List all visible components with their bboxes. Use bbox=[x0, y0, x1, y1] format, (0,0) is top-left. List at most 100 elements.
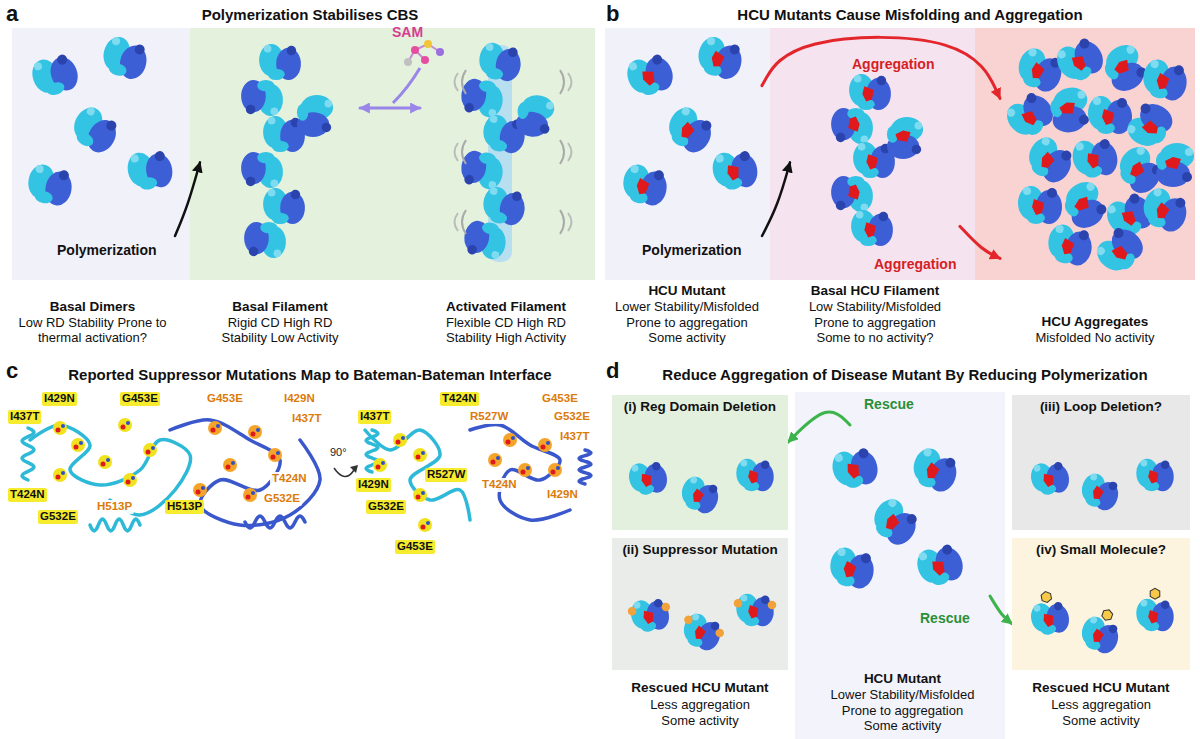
blue-lobe bbox=[1060, 149, 1074, 163]
caption-heading: Rescued HCU Mutant bbox=[1012, 680, 1190, 696]
cyan-lobe bbox=[856, 211, 864, 219]
cyan-lobe bbox=[741, 595, 748, 602]
cyan-lobe bbox=[1033, 604, 1041, 612]
residue-sphere bbox=[98, 455, 112, 469]
stage-name: Activated Filament bbox=[420, 299, 592, 315]
motion-mark bbox=[462, 140, 466, 164]
mutation-patch bbox=[748, 470, 758, 484]
cyan-lobe bbox=[297, 104, 308, 121]
blue-subunit bbox=[1037, 145, 1077, 187]
blue-lobe bbox=[246, 177, 256, 187]
suppressor-mark bbox=[714, 628, 725, 639]
connector-arrow bbox=[762, 37, 1000, 98]
small-molecule bbox=[1150, 588, 1160, 599]
residue-sphere bbox=[143, 443, 157, 457]
residue-atom bbox=[426, 521, 430, 525]
mutation-patch bbox=[1060, 238, 1075, 256]
stage-description: Flexible CD High RD Stability High Activ… bbox=[431, 315, 581, 346]
cbs-dimer bbox=[1140, 57, 1190, 102]
blue-lobe bbox=[56, 53, 69, 66]
residue-sphere bbox=[413, 448, 427, 462]
mutation-patch bbox=[1091, 628, 1105, 644]
edge-label: Aggregation bbox=[872, 256, 958, 273]
cyan-lobe bbox=[478, 79, 497, 93]
residue-sphere bbox=[243, 488, 257, 502]
residue-sphere bbox=[548, 463, 562, 477]
edge-label: Aggregation bbox=[850, 56, 936, 73]
residue-atom bbox=[416, 455, 421, 460]
cyan-lobe bbox=[108, 61, 128, 77]
protein-ribbon bbox=[470, 425, 570, 521]
cbs-dimer bbox=[66, 103, 123, 158]
residue-atom bbox=[276, 451, 280, 455]
cbs-dimer bbox=[1051, 33, 1108, 88]
blue-lobe bbox=[1139, 102, 1153, 116]
residue-atom bbox=[151, 446, 155, 450]
residue-atom bbox=[421, 451, 425, 455]
stage-band: HCU MutantLower Stability/Misfolded Pron… bbox=[612, 28, 762, 348]
mutation-label: G532E bbox=[262, 492, 302, 506]
cyan-lobe bbox=[1095, 245, 1106, 256]
cyan-lobe bbox=[481, 221, 500, 235]
mutation-patch bbox=[1120, 208, 1138, 228]
caption-body: Less aggregation Some activity bbox=[1038, 697, 1164, 728]
cyan-lobe bbox=[691, 613, 700, 622]
cyan-lobe bbox=[485, 67, 504, 81]
caption-heading: Rescued HCU Mutant bbox=[612, 680, 788, 696]
panel-ground bbox=[770, 28, 975, 280]
mutation-patch bbox=[1042, 472, 1054, 487]
blue-lobe bbox=[944, 456, 957, 469]
stage-name: (ii) Suppressor Mutation bbox=[612, 542, 788, 558]
stage-name: (i) Reg Domain Deletion bbox=[612, 399, 788, 415]
residue-sphere bbox=[373, 458, 387, 472]
cyan-lobe bbox=[1106, 204, 1117, 215]
mutation-patch bbox=[1141, 119, 1161, 137]
residue-sphere bbox=[53, 468, 67, 482]
residue-atom bbox=[511, 436, 515, 440]
residue-atom bbox=[101, 462, 106, 467]
cyan-lobe bbox=[130, 154, 139, 163]
residue-atom bbox=[211, 428, 216, 433]
motion-mark bbox=[455, 143, 459, 161]
cyan-lobe bbox=[741, 460, 748, 467]
cyan-lobe bbox=[1056, 49, 1067, 60]
box-illustration bbox=[1012, 395, 1190, 530]
molecule-atom bbox=[424, 40, 432, 48]
cyan-lobe bbox=[861, 204, 869, 212]
blue-lobe bbox=[729, 43, 741, 55]
cyan-lobe bbox=[264, 45, 272, 53]
motion-mark bbox=[568, 143, 572, 161]
motion-mark bbox=[455, 73, 459, 91]
suppressor-mark bbox=[627, 606, 637, 616]
cyan-lobe bbox=[854, 75, 862, 83]
mutation-patch bbox=[1029, 62, 1046, 81]
mutation-label: I429N bbox=[545, 488, 580, 502]
residue-sphere bbox=[193, 483, 207, 497]
edge-label: Rescue bbox=[862, 396, 916, 413]
box-illustration-group bbox=[1027, 588, 1174, 656]
node-caption: (ii) Suppressor Mutation bbox=[612, 542, 788, 558]
blue-lobe bbox=[508, 47, 519, 58]
edge-label: Polymerization bbox=[640, 242, 744, 259]
residue-atom bbox=[546, 441, 550, 445]
mutation-patch bbox=[1059, 101, 1077, 116]
blue-lobe bbox=[700, 119, 714, 133]
cbs-dimer bbox=[514, 93, 556, 139]
cyan-lobe bbox=[1023, 187, 1031, 195]
node-caption: HCU MutantLower Stability/Misfolded Pron… bbox=[612, 283, 762, 346]
cyan-lobe bbox=[680, 106, 691, 117]
blue-lobe bbox=[1108, 623, 1119, 634]
mutation-patch bbox=[726, 163, 741, 181]
blue-lobe bbox=[836, 201, 846, 211]
blue-lobe bbox=[134, 43, 146, 55]
mutation-patch bbox=[846, 461, 862, 480]
blue-lobe bbox=[1161, 601, 1170, 610]
mutation-patch bbox=[896, 130, 911, 141]
mutation-label: T424N bbox=[270, 472, 309, 486]
suppressor-mark bbox=[661, 602, 671, 612]
rescue-box: (ii) Suppressor Mutation bbox=[612, 538, 788, 670]
cbs-dimer bbox=[1001, 86, 1059, 143]
residue-sphere bbox=[413, 488, 427, 502]
mutation-patch bbox=[1127, 160, 1147, 180]
residue-atom bbox=[506, 440, 511, 445]
